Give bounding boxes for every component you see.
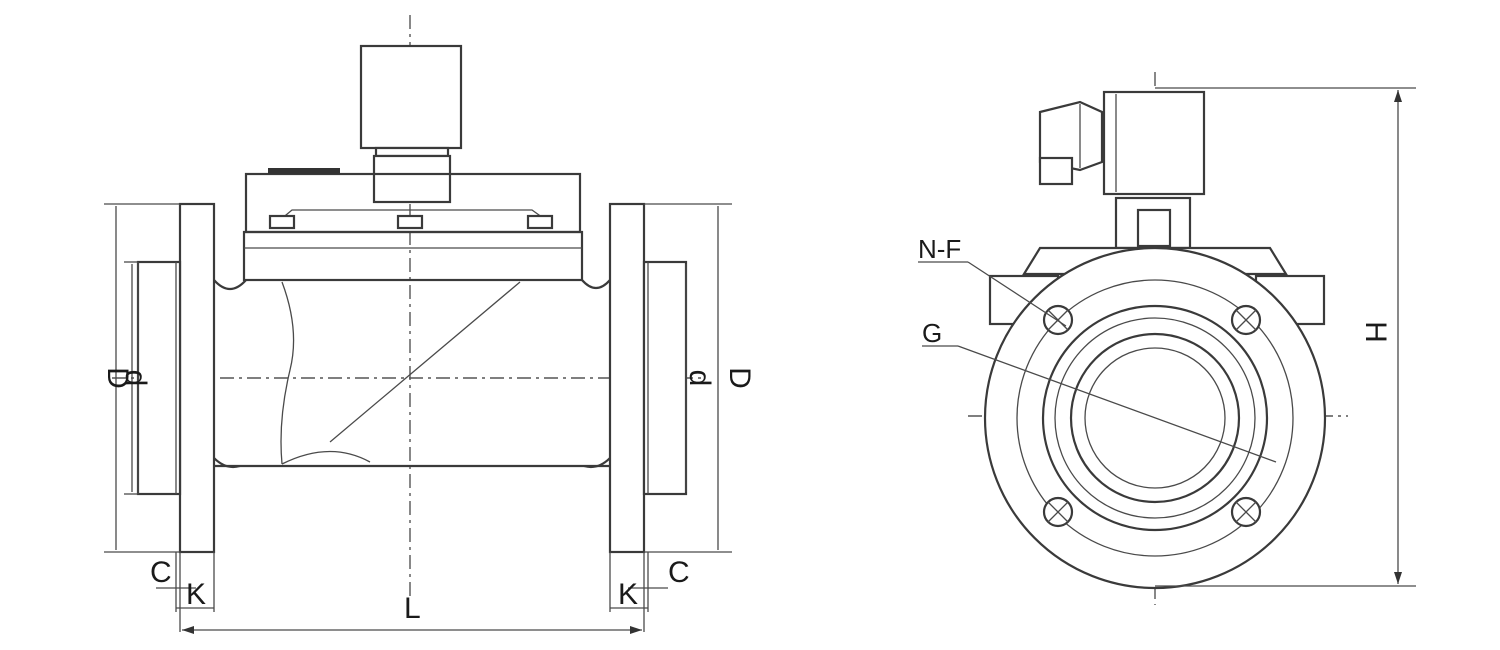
dim-L-arrow-right <box>630 626 642 634</box>
left-flange <box>178 202 216 554</box>
nameplate <box>268 168 340 174</box>
pipe-bottom-curve-right <box>583 457 611 469</box>
label-K-left: K <box>186 578 206 611</box>
label-NF: N-F <box>918 234 961 264</box>
bore-inner-circle <box>1084 347 1226 489</box>
dim-L-arrow-left <box>182 626 194 634</box>
bolt-hole-br <box>1230 496 1262 528</box>
internal-wall <box>280 281 295 465</box>
label-D-left: D <box>101 367 134 389</box>
bolt-hole-bl <box>1042 496 1074 528</box>
pipe-bottom-curve-left <box>213 457 241 469</box>
label-G: G <box>922 318 942 348</box>
leader-NF-diag <box>967 261 1067 327</box>
dim-H-arrow-top <box>1394 90 1402 102</box>
right-flange <box>608 202 646 554</box>
label-K-right: K <box>618 578 638 611</box>
front-solenoid-coil <box>1102 90 1206 196</box>
label-d-left: d <box>119 370 152 387</box>
raised-face-circle <box>1041 304 1269 532</box>
pipe-body-top-right <box>581 279 611 290</box>
bolt-left <box>268 214 296 230</box>
bonnet-flange-plate <box>242 230 584 282</box>
pipe-body-top <box>213 279 247 291</box>
connector-plug <box>1038 156 1074 186</box>
internal-seat <box>281 450 371 465</box>
label-C-right: C <box>668 556 690 589</box>
front-view: N-F G H <box>918 72 1416 605</box>
label-D-right: D <box>723 367 756 389</box>
solenoid-stem <box>372 154 452 204</box>
solenoid-neck <box>374 146 450 158</box>
label-d-right: d <box>683 370 716 387</box>
dim-H-arrow-bottom <box>1394 572 1402 584</box>
bolt-circle <box>1016 279 1294 557</box>
raised-face-inner <box>1054 317 1256 519</box>
bore-outer-circle <box>1069 332 1241 504</box>
bolt-hole-tr <box>1230 304 1262 336</box>
label-L: L <box>404 592 421 625</box>
internal-diagonal <box>329 281 521 443</box>
label-H: H <box>1359 321 1392 343</box>
label-C-left: C <box>150 556 172 589</box>
leader-G-diag <box>957 345 1277 463</box>
front-stem-inner <box>1136 208 1172 248</box>
bolt-center <box>396 214 424 230</box>
bolt-right <box>526 214 554 230</box>
solenoid-coil <box>359 44 463 150</box>
side-view: D d d D C C K K L <box>101 15 756 634</box>
right-flange-face <box>642 260 688 496</box>
